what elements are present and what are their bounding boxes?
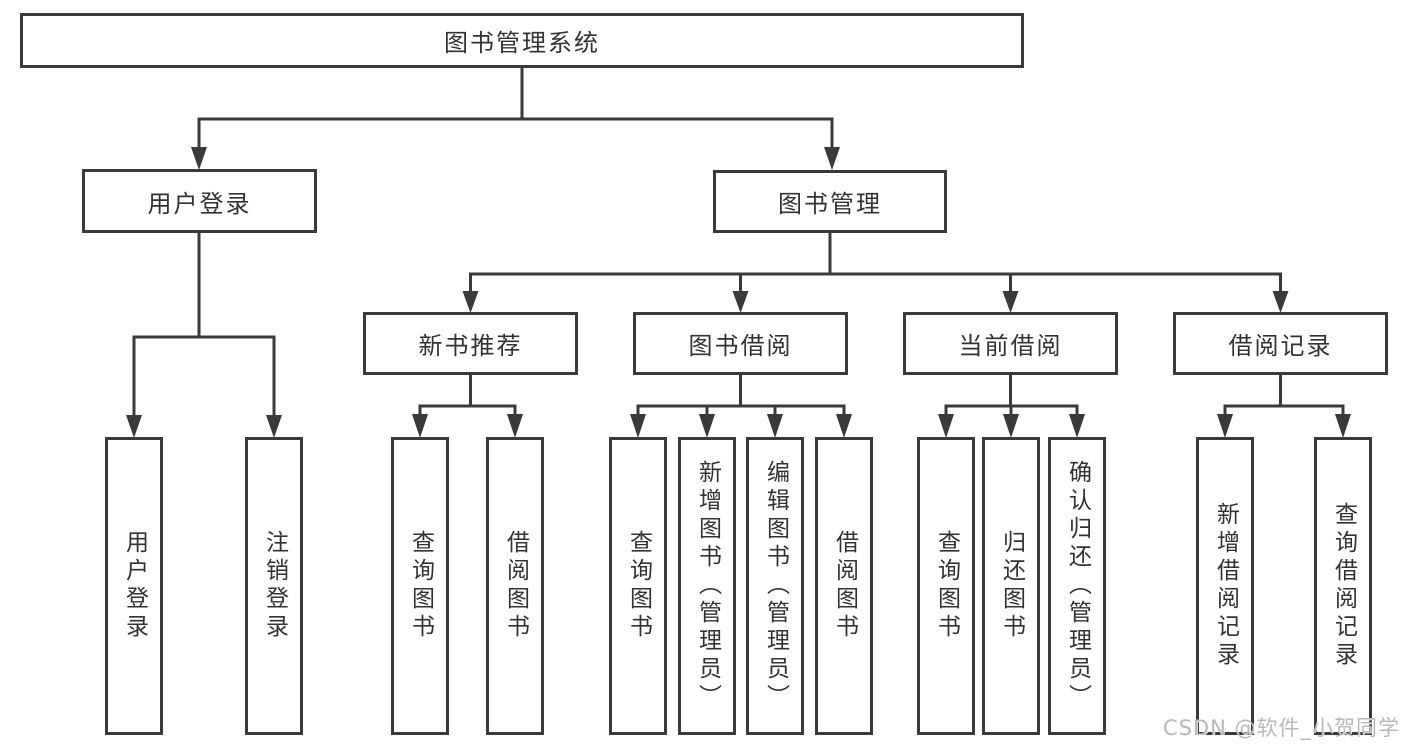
leaf-user-login: 用户登录 <box>105 437 163 735</box>
leaf-br-add-record-label: 新增借阅记录 <box>1212 502 1239 670</box>
leaf-bb-add-books-label: 新增图书（管理员） <box>694 460 721 712</box>
leaf-br-query-record: 查询借阅记录 <box>1314 437 1372 735</box>
leaf-cb-query-books: 查询图书 <box>917 437 975 735</box>
node-book-management: 图书管理 <box>713 170 947 233</box>
leaf-cb-return-books: 归还图书 <box>982 437 1040 735</box>
node-new-book-recommend: 新书推荐 <box>363 312 578 375</box>
leaf-br-query-record-label: 查询借阅记录 <box>1330 502 1357 670</box>
leaf-nb-borrow-books: 借阅图书 <box>486 437 544 735</box>
node-root: 图书管理系统 <box>20 13 1024 68</box>
node-user-login: 用户登录 <box>82 169 317 233</box>
node-current-borrowing: 当前借阅 <box>903 312 1118 375</box>
leaf-cb-confirm-return-label: 确认归还（管理员） <box>1064 460 1091 712</box>
leaf-logout-label: 注销登录 <box>261 530 288 642</box>
leaf-nb-query-books-label: 查询图书 <box>407 530 434 642</box>
leaf-bb-add-books: 新增图书（管理员） <box>678 437 736 735</box>
leaf-nb-query-books: 查询图书 <box>391 437 449 735</box>
leaf-bb-edit-books-label: 编辑图书（管理员） <box>762 460 789 712</box>
leaf-logout: 注销登录 <box>245 437 303 735</box>
leaf-cb-return-books-label: 归还图书 <box>998 530 1025 642</box>
leaf-br-add-record: 新增借阅记录 <box>1196 437 1254 735</box>
leaf-bb-edit-books: 编辑图书（管理员） <box>746 437 804 735</box>
watermark: CSDN @软件_小贺同学 <box>1162 716 1400 740</box>
node-book-borrowing: 图书借阅 <box>633 312 848 375</box>
leaf-bb-borrow-books-label: 借阅图书 <box>831 530 858 642</box>
leaf-user-login-label: 用户登录 <box>121 530 148 642</box>
leaf-bb-query-books-label: 查询图书 <box>625 530 652 642</box>
leaf-nb-borrow-books-label: 借阅图书 <box>502 530 529 642</box>
leaf-bb-borrow-books: 借阅图书 <box>815 437 873 735</box>
leaf-cb-confirm-return: 确认归还（管理员） <box>1048 437 1106 735</box>
leaf-bb-query-books: 查询图书 <box>609 437 667 735</box>
leaf-cb-query-books-label: 查询图书 <box>933 530 960 642</box>
node-borrowing-records: 借阅记录 <box>1173 312 1388 375</box>
